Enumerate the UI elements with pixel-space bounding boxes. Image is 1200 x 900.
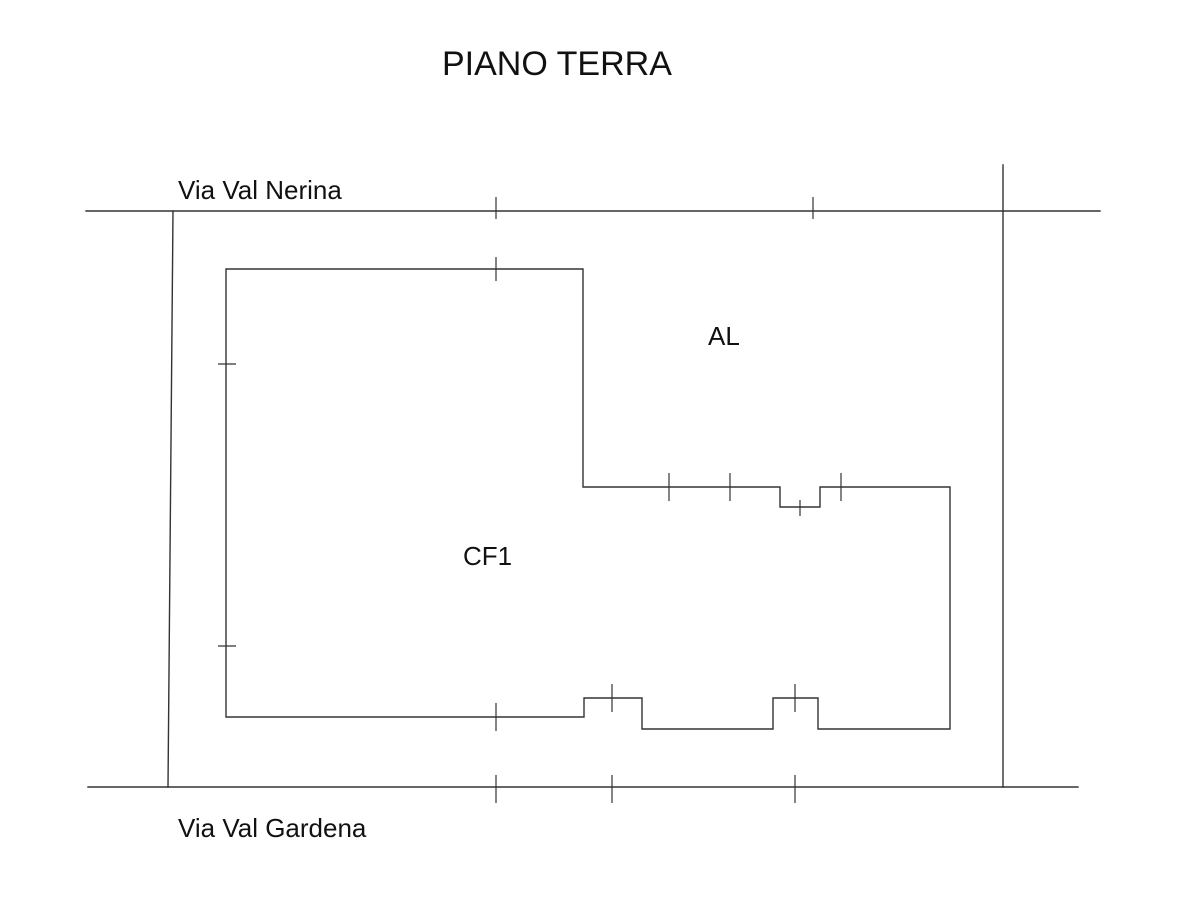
area-label-cf1: CF1	[463, 541, 512, 571]
plan-title: PIANO TERRA	[442, 45, 672, 83]
lot-boundary-west	[167, 210, 174, 788]
street-label-north: Via Val Nerina	[178, 175, 342, 205]
building-outline	[225, 268, 951, 730]
area-label-al: AL	[708, 321, 740, 351]
street-label-south: Via Val Gardena	[178, 813, 367, 843]
